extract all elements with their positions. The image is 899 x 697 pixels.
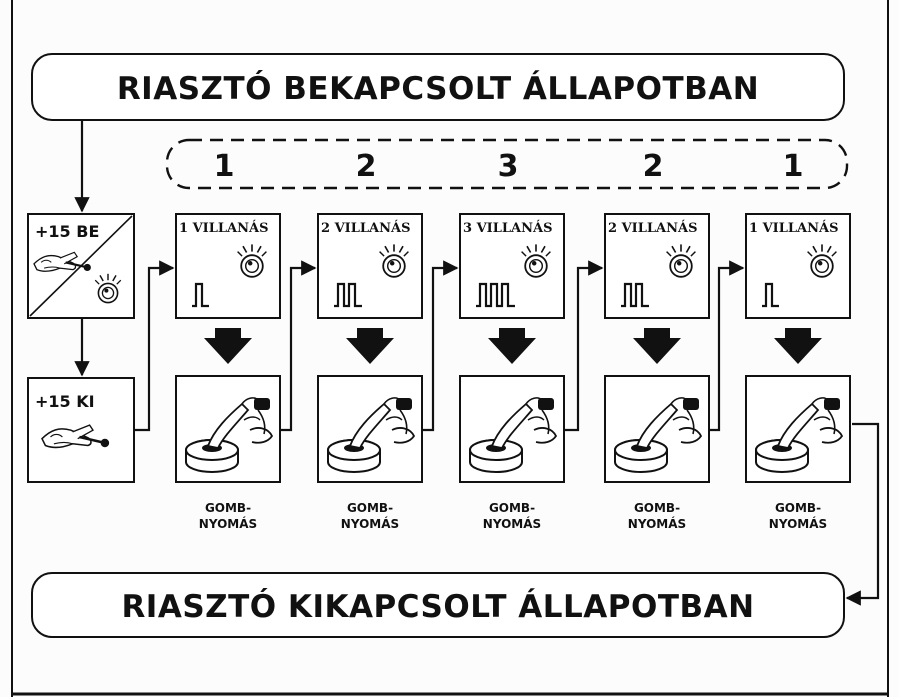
flow-arrow <box>422 260 459 432</box>
flash-column: 3 VILLANÁS GOMB-NYOMÁS <box>459 213 565 531</box>
press-caption-line2: NYOMÁS <box>199 516 257 531</box>
press-caption-line1: GOMB- <box>489 501 535 515</box>
press-caption-line1: GOMB- <box>775 501 821 515</box>
sequence-capsule <box>165 138 849 190</box>
flow-arrow <box>564 260 604 432</box>
sequence-number: 3 <box>498 149 519 184</box>
top-banner-box <box>31 53 845 121</box>
sequence-numbers: 1 2 3 2 1 <box>214 149 804 184</box>
flash-label: 2 VILLANÁS <box>321 220 410 236</box>
sequence-number: 1 <box>214 149 235 184</box>
ignition-off-box: +15 KI <box>27 377 135 483</box>
top-banner-title: RIASZTÓ BEKAPCSOLT ÁLLAPOTBAN <box>117 70 759 107</box>
bottom-banner-title: RIASZTÓ KIKAPCSOLT ÁLLAPOTBAN <box>121 588 754 625</box>
press-caption-line1: GOMB- <box>634 501 680 515</box>
sequence-number: 1 <box>783 149 804 184</box>
down-arrow-icon <box>633 328 681 364</box>
flow-arrow <box>280 260 317 432</box>
press-caption-line1: GOMB- <box>347 501 393 515</box>
press-caption-line2: NYOMÁS <box>769 516 827 531</box>
ignition-off-label: +15 KI <box>35 392 95 411</box>
flash-label: 3 VILLANÁS <box>463 220 552 236</box>
press-caption-line2: NYOMÁS <box>483 516 541 531</box>
bottom-banner-box <box>31 572 845 638</box>
flow-arrow <box>709 260 745 432</box>
down-arrow-icon <box>346 328 394 364</box>
flow-arrow <box>134 260 175 432</box>
down-arrow-icon <box>488 328 536 364</box>
ignition-on-box: +15 BE <box>27 213 135 319</box>
flash-column: 2 VILLANÁS GOMB-NYOMÁS <box>604 213 710 531</box>
pulse-signal-icon <box>192 282 209 308</box>
pulse-signal-icon <box>762 282 779 308</box>
sequence-number: 2 <box>643 149 664 184</box>
pulse-signal-icon <box>621 282 649 308</box>
down-arrow-icon <box>774 328 822 364</box>
pulse-signal-icon <box>334 282 362 308</box>
flash-label: 2 VILLANÁS <box>608 220 697 236</box>
down-arrow-icon <box>204 328 252 364</box>
press-caption-line1: GOMB- <box>205 501 251 515</box>
pulse-signal-icon <box>476 282 515 308</box>
press-caption-line2: NYOMÁS <box>628 516 686 531</box>
flash-column: 1 VILLANÁS GOMB-NYOMÁS <box>745 213 851 531</box>
press-caption-line2: NYOMÁS <box>341 516 399 531</box>
sequence-number: 2 <box>356 149 377 184</box>
flash-column: 1 VILLANÁS GOMB-NYOMÁS <box>175 213 281 531</box>
flash-label: 1 VILLANÁS <box>179 220 268 236</box>
arrow-to-bottom-banner <box>845 422 880 606</box>
flash-label: 1 VILLANÁS <box>749 220 838 236</box>
ignition-on-label: +15 BE <box>35 222 99 241</box>
flash-column: 2 VILLANÁS GOMB-NYOMÁS <box>317 213 423 531</box>
